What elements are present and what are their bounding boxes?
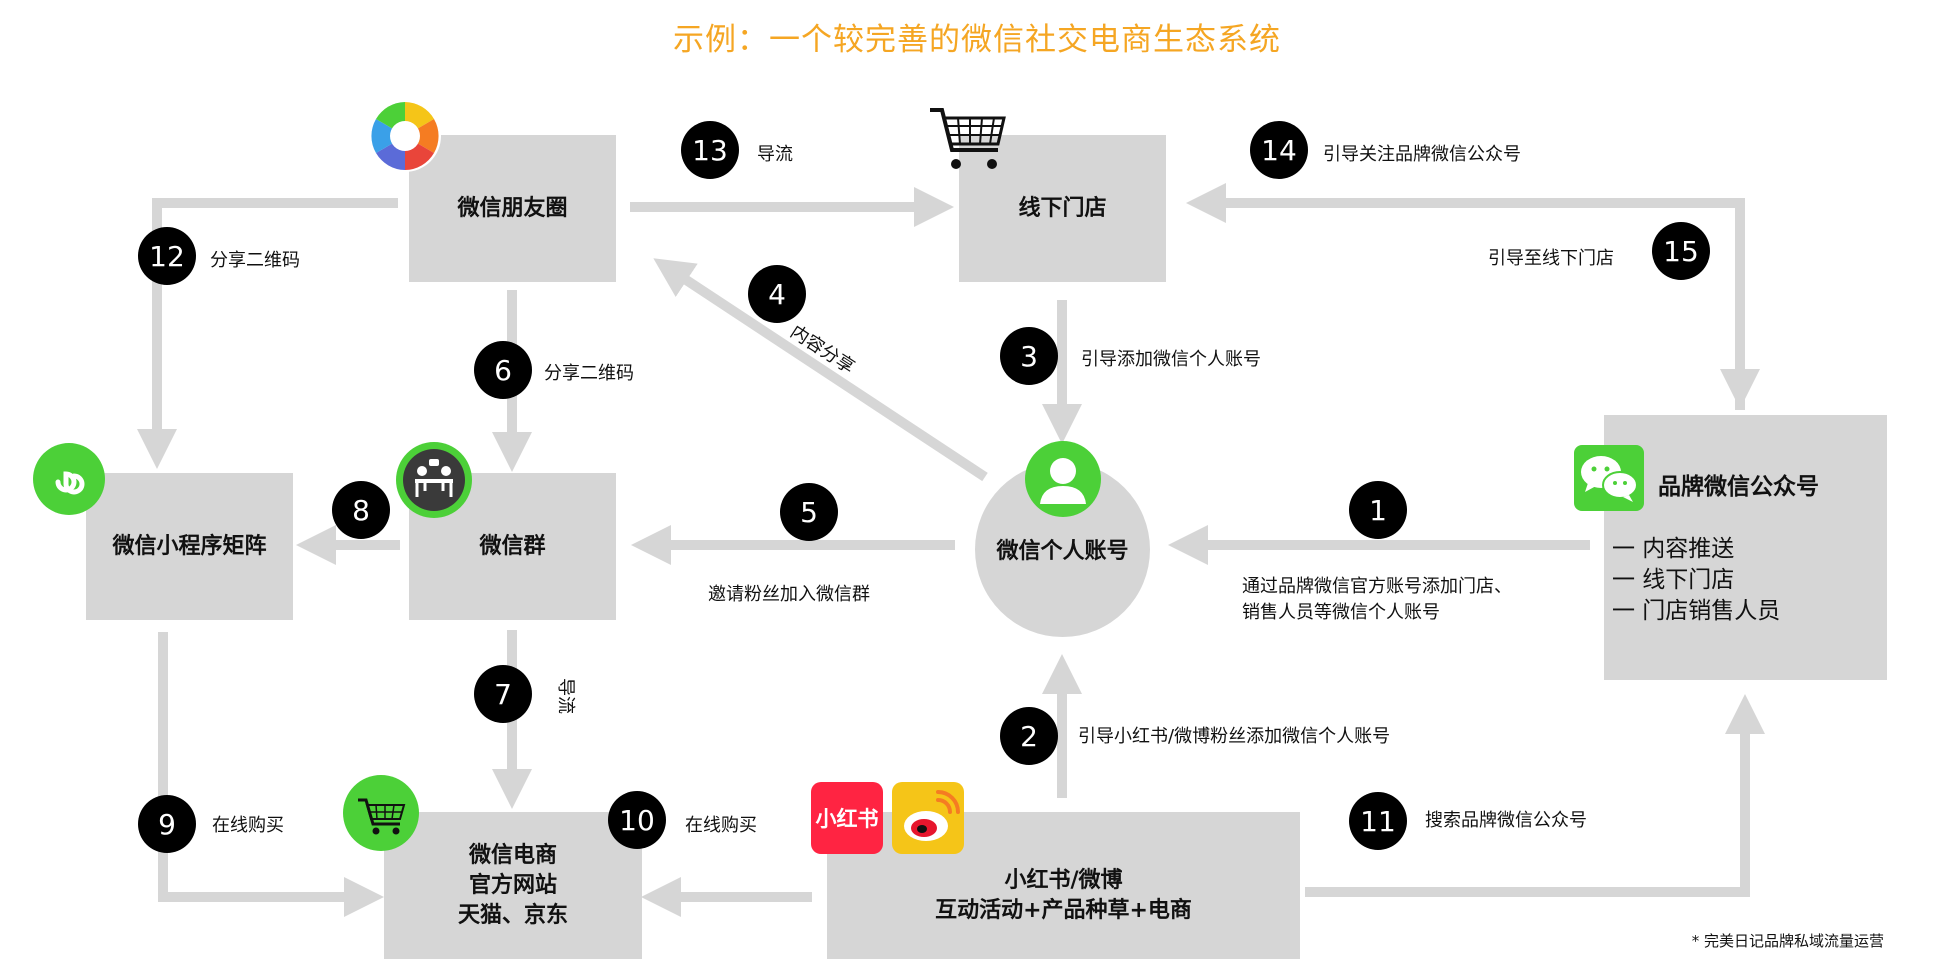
group-meeting-icon [396,442,472,518]
person-icon [1025,441,1101,517]
node-official-account [1604,415,1887,680]
footnote: * 完美日记品牌私域流量运营 [1691,932,1884,950]
step-label-9: 在线购买 [212,815,284,836]
step-label-6: 分享二维码 [544,363,634,384]
official-account-item: 一 门店销售人员 [1612,598,1781,624]
step-label-15: 引导至线下门店 [1488,248,1614,269]
moments-aperture-icon [369,100,441,172]
ecommerce-line: 官方网站 [468,872,557,898]
shopping-cart-icon [930,108,1006,169]
step-badge-9: 9 [138,795,196,853]
step-label-5: 邀请粉丝加入微信群 [708,584,870,605]
ecommerce-cart-icon [343,775,419,851]
step-label-2: 引导小红书/微博粉丝添加微信个人账号 [1078,726,1391,747]
xhs-weibo-line: 互动活动+产品种草+电商 [935,897,1192,923]
step-badge-5: 5 [780,483,838,541]
step-badge-13: 13 [681,121,739,179]
ecommerce-line: 微信电商 [468,842,557,868]
node-ecommerce: 微信电商 官方网站 天猫、京东 [384,812,642,959]
arrow-11 [1305,693,1765,897]
node-moments-label: 微信朋友圈 [457,195,568,221]
node-mini-program-label: 微信小程序矩阵 [112,533,267,559]
xhs-weibo-line: 小红书/微博 [1004,867,1123,893]
wechat-logo-icon [1574,445,1644,511]
step-badge-8: 8 [332,481,390,539]
node-personal-label: 微信个人账号 [996,538,1129,564]
step-label-10: 在线购买 [685,815,757,836]
step-badge-12: 12 [138,227,196,285]
step-badge-3: 3 [1000,327,1058,385]
node-group-label: 微信群 [479,533,546,559]
step-badge-1: 1 [1349,481,1407,539]
arrow-4 [653,258,988,482]
arrow-12 [137,198,398,470]
step-badge-15: 15 [1652,222,1710,280]
step-badge-2: 2 [1000,707,1058,765]
official-account-list: 一 内容推送 一 线下门店 一 门店销售人员 [1612,534,1780,627]
step-badge-11: 11 [1349,792,1407,850]
official-account-item: 一 内容推送 [1612,536,1735,562]
node-moments: 微信朋友圈 [409,135,616,282]
step-badge-10: 10 [608,791,666,849]
step-label-14: 引导关注品牌微信公众号 [1323,144,1521,165]
step-badge-7: 7 [474,665,532,723]
arrow-9 [158,632,385,917]
step-label-13: 导流 [757,144,793,165]
page-title: 示例：一个较完善的微信社交电商生态系统 [673,22,1281,58]
step-label-3: 引导添加微信个人账号 [1081,349,1261,370]
step-badge-4: 4 [748,265,806,323]
mini-program-icon [33,443,105,515]
xiaohongshu-logo-icon: 小红书 [811,782,883,854]
node-mini-program: 微信小程序矩阵 [86,473,293,620]
step-label-11: 搜索品牌微信公众号 [1425,810,1587,831]
step-label-1: 通过品牌微信官方账号添加门店、销售人员等微信个人账号 [1242,576,1512,623]
ecommerce-line: 天猫、京东 [457,902,568,928]
step-label-12: 分享二维码 [210,250,300,271]
step-badge-6: 6 [474,341,532,399]
step-label-7: 导流 [555,678,576,714]
weibo-logo-icon [892,782,964,854]
node-offline-store-label: 线下门店 [1018,195,1107,221]
official-account-title: 品牌微信公众号 [1658,474,1819,500]
xiaohongshu-logo-text: 小红书 [815,807,879,831]
official-account-item: 一 线下门店 [1612,567,1735,593]
node-personal: 微信个人账号 [975,462,1150,637]
step-badge-14: 14 [1250,121,1308,179]
